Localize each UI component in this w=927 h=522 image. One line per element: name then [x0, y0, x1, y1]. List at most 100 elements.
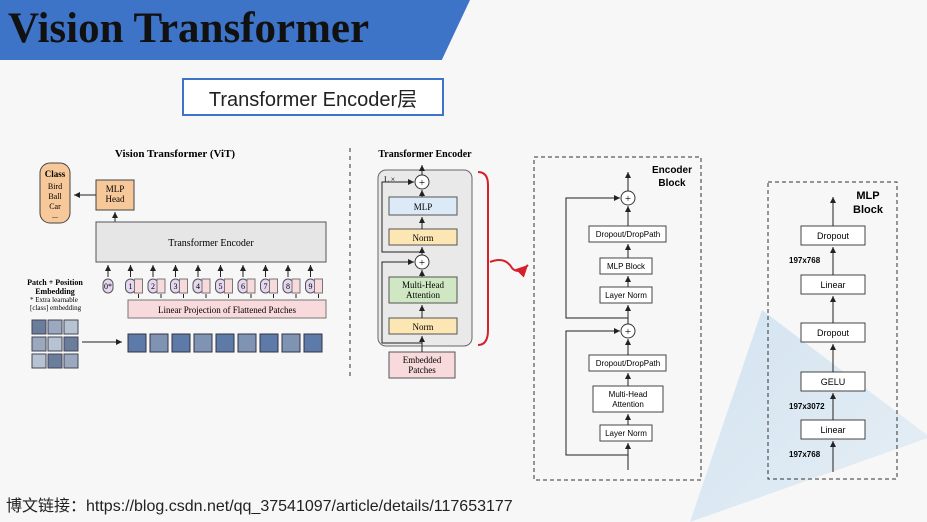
class-box	[39, 162, 71, 224]
position-token-label: 4	[196, 282, 200, 291]
detail-label: MLP Block	[607, 262, 646, 271]
vit-encoder-box	[95, 221, 327, 263]
detail-box	[592, 385, 664, 413]
position-token: 6	[237, 265, 249, 294]
position-token: 7	[260, 265, 271, 294]
detail-label: Dropout/DropPath	[596, 359, 660, 368]
position-token-label: 7	[264, 282, 268, 291]
embedded-line-1: Embedded	[403, 355, 442, 365]
embedding-line-2: Embedding	[35, 287, 75, 296]
detail-box	[599, 286, 653, 304]
mlp-label: MLP	[414, 202, 433, 212]
add-symbol: +	[419, 257, 425, 269]
red-arrow	[489, 259, 529, 278]
mlp-block-title-line-1: MLP	[856, 190, 879, 202]
mlp-head-line-1: MLP	[106, 184, 125, 194]
subtitle-box: Transformer Encoder层	[182, 78, 444, 116]
position-token-label: 6	[241, 282, 245, 291]
detail-box	[599, 424, 653, 442]
embedding-line-1: Patch + Position	[27, 278, 83, 287]
mlp-block-title-line-2: Block	[853, 204, 884, 216]
mlp-layer-label: Linear	[820, 280, 845, 290]
image-patch	[47, 353, 63, 369]
mlp-head-line-2: Head	[106, 194, 125, 204]
image-patch	[47, 336, 63, 352]
position-token-label: 1	[129, 282, 133, 291]
norm-top-box	[388, 228, 458, 246]
embedded-patches-box	[388, 351, 456, 379]
add-symbol: +	[625, 326, 631, 338]
detail-label: Layer Norm	[605, 429, 647, 438]
patch-embedding	[201, 278, 211, 294]
image-patch	[31, 319, 47, 335]
extra-note-line-1: * Extra learnable	[30, 296, 78, 304]
detail-arrows	[565, 172, 631, 470]
mlp-box	[388, 196, 458, 216]
position-token-label: 5	[219, 282, 223, 291]
class-item: Ball	[48, 192, 62, 201]
image-patch	[63, 319, 79, 335]
flattened-patch	[193, 333, 213, 353]
encoder-block-title: Transformer Encoder	[378, 149, 472, 160]
detail-mha-line-1: Multi-Head	[609, 390, 648, 399]
subtitle-text: Transformer Encoder层	[208, 88, 418, 111]
repeat-label: L ×	[384, 175, 395, 184]
encoder-block-arrows	[381, 165, 425, 352]
detail-label: Dropout/DropPath	[596, 230, 660, 239]
position-token: 1	[125, 265, 136, 294]
extra-note-line-2: [class] embedding	[30, 304, 82, 312]
patch-embedding	[269, 278, 278, 294]
class-heading: Class	[45, 169, 66, 179]
image-patch	[63, 353, 79, 369]
detail-box	[599, 257, 653, 275]
linear-projection-label: Linear Projection of Flattened Patches	[158, 305, 296, 315]
position-token-label: 8	[286, 282, 290, 291]
mlp-block-title: MLP Block	[853, 190, 884, 216]
class-item: ...	[52, 211, 58, 220]
patch-embedding	[179, 278, 188, 294]
flattened-patch	[127, 333, 147, 353]
add-symbol: +	[625, 193, 631, 205]
norm-bottom-label: Norm	[413, 322, 434, 332]
position-token: 0*	[102, 265, 114, 294]
flattened-patch	[259, 333, 279, 353]
patch-embedding	[246, 278, 256, 294]
image-patch	[63, 336, 79, 352]
patch-embedding	[134, 278, 143, 294]
image-patch	[31, 353, 47, 369]
footer-link[interactable]: 博文链接：https://blog.csdn.net/qq_37541097/a…	[6, 498, 513, 515]
image-patch	[31, 336, 47, 352]
dim-label: 197x768	[789, 450, 821, 459]
linear-projection-box	[127, 299, 327, 319]
add-symbol: +	[419, 177, 425, 189]
page-title: Vision Transformer	[8, 5, 370, 52]
position-token-label: 2	[151, 282, 155, 291]
mlp-head-box	[95, 179, 135, 211]
vit-title: Vision Transformer (ViT)	[115, 148, 236, 160]
flattened-patch	[215, 333, 235, 353]
class-item: Bird	[48, 182, 62, 191]
flattened-patch	[237, 333, 257, 353]
detail-mha-line-2: Attention	[612, 400, 644, 409]
mlp-block-frame	[767, 181, 898, 480]
patch-embedding	[291, 278, 301, 294]
extra-note: * Extra learnable[class] embedding	[30, 296, 82, 312]
position-token-label: 3	[174, 282, 178, 291]
class-item: Car	[49, 202, 61, 211]
mlp-layer-label: Dropout	[817, 231, 850, 241]
mha-box	[388, 276, 458, 304]
position-token-label: 0*	[104, 282, 112, 291]
encoder-detail-title-line-1: Encoder	[652, 165, 692, 176]
title-banner	[0, 0, 470, 60]
flattened-patch	[149, 333, 169, 353]
detail-label: Layer Norm	[605, 291, 647, 300]
mha-line-2: Attention	[406, 290, 440, 300]
patch-embedding	[314, 278, 323, 294]
norm-top-label: Norm	[413, 233, 434, 243]
